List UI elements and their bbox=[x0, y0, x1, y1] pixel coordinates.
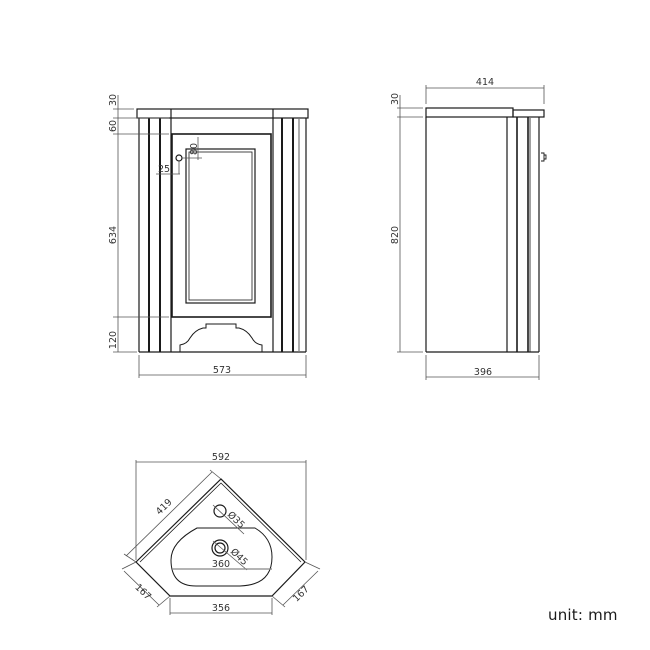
tap-hole bbox=[213, 504, 227, 518]
basin-bowl bbox=[170, 527, 273, 587]
side-countertop bbox=[425, 107, 514, 118]
top-outline bbox=[135, 478, 306, 597]
dim-front-plinth-height: 120 bbox=[108, 331, 119, 349]
dim-front-width: 573 bbox=[213, 365, 231, 376]
waste-inner bbox=[214, 542, 226, 554]
dim-left-chamfer: 167 bbox=[132, 582, 153, 603]
unit-label: unit: mm bbox=[548, 606, 618, 624]
front-view bbox=[136, 108, 309, 353]
door bbox=[171, 133, 272, 318]
top-dimension-lines bbox=[121, 460, 321, 615]
dim-top-side-length: 419 bbox=[154, 497, 175, 518]
side-knob bbox=[541, 152, 547, 162]
waste-outer bbox=[211, 539, 229, 557]
door-panel-inner bbox=[188, 151, 253, 301]
side-dimension-lines bbox=[397, 85, 545, 380]
dim-side-depth: 396 bbox=[474, 367, 492, 378]
front-dimension-lines bbox=[113, 95, 307, 378]
door-panel-outer bbox=[185, 148, 256, 304]
dim-handle-offset-h: 25 bbox=[158, 164, 170, 175]
dim-right-chamfer: 167 bbox=[291, 584, 312, 605]
dim-front-top-thickness: 30 bbox=[108, 94, 119, 106]
plinth-cutout bbox=[172, 323, 271, 353]
dim-front-door-height: 634 bbox=[108, 226, 119, 244]
dim-front-plinth-top: 60 bbox=[108, 120, 119, 132]
side-view bbox=[425, 107, 547, 353]
dim-basin-width: 360 bbox=[212, 559, 230, 570]
top-view bbox=[135, 478, 306, 597]
dim-side-height: 820 bbox=[390, 226, 401, 244]
dim-side-top-depth: 414 bbox=[476, 77, 494, 88]
dim-front-width: 356 bbox=[212, 603, 230, 614]
door-knob bbox=[175, 154, 183, 162]
dim-waste-hole: Ø45 bbox=[228, 546, 250, 568]
front-countertop bbox=[136, 108, 309, 119]
dim-top-back-width: 592 bbox=[212, 452, 230, 463]
dim-side-top-thickness: 30 bbox=[390, 93, 401, 105]
dim-handle-offset-v: 80 bbox=[189, 143, 200, 155]
